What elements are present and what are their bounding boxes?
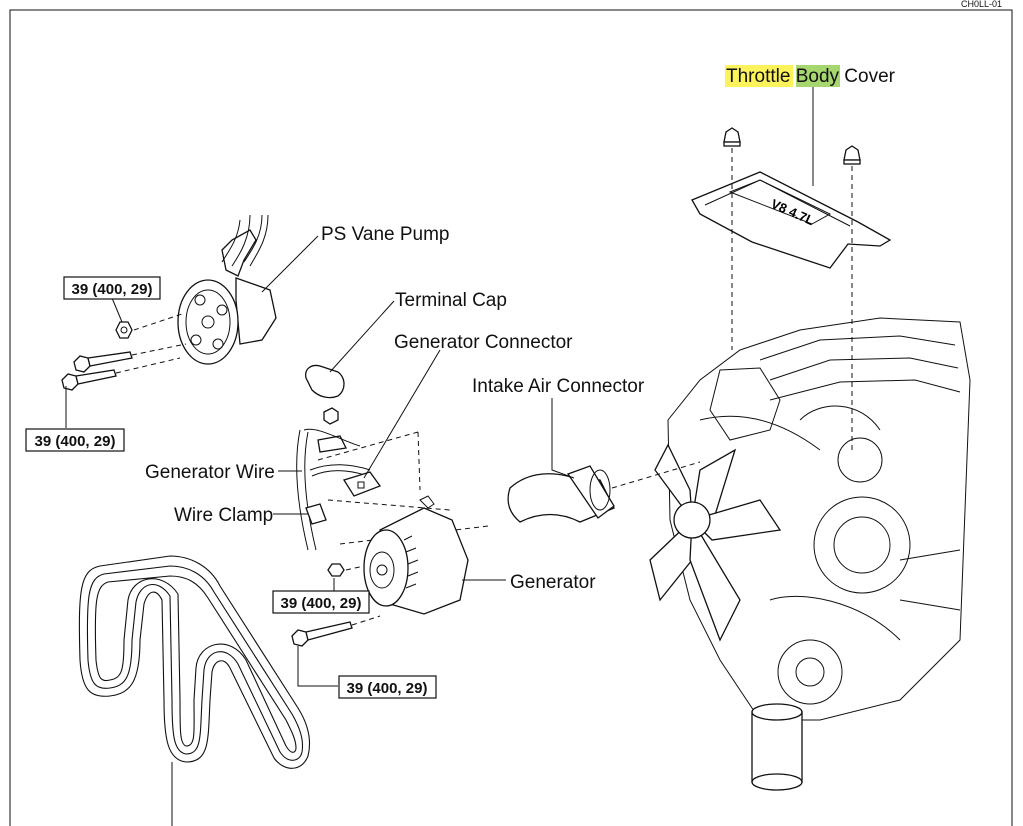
torque-spec-2: 39 (400, 29) [25,428,125,452]
wire-dashline-2 [417,431,421,491]
ps-pump-bolt-upper [73,351,133,373]
throttle-body-cover-part: V8 4.7L [691,171,892,269]
label-wire-clamp: Wire Clamp [174,505,273,526]
wire-clamp-part [305,503,327,525]
gen-bolt-dashline [351,615,381,626]
torque-spec-4-text: 39 (400, 29) [347,680,428,697]
label-intake-air-connector: Intake Air Connector [472,376,645,397]
diagram-code: CH0LL-01 [961,0,1002,9]
label-cover-word: Cover [844,66,895,87]
torque-spec-1-text: 39 (400, 29) [72,281,153,298]
generator-bolt [291,621,353,647]
page-frame [9,9,1013,826]
label-generator-wire: Generator Wire [145,462,275,483]
generator-connector-part [343,471,382,497]
torque-spec-3: 39 (400, 29) [272,590,370,614]
terminal-cap-leader [329,300,395,373]
label-terminal-cap: Terminal Cap [395,290,507,311]
label-generator-connector: Generator Connector [394,332,573,353]
terminal-cap-part [305,364,345,399]
ps-pump-nut [115,321,133,339]
torque-spec-1: 39 (400, 29) [63,276,161,300]
ps-pump-bolt-lower [61,369,117,391]
crank-pulley-part [751,703,803,791]
ps-bolt-lower-dashline [115,357,181,374]
ps-vane-pump-leader [261,235,319,293]
torque-1-leader [111,297,123,323]
label-ps-vane-pump: PS Vane Pump [321,224,450,245]
ps-nut-dashline [133,313,183,331]
torque-spec-3-text: 39 (400, 29) [281,595,362,612]
gen-nut-dashline [345,565,365,571]
highlight-body [796,65,840,87]
ps-vane-pump-part [177,214,277,365]
intake-air-connector-leader [551,398,575,479]
cooling-fan-part [649,443,782,642]
label-generator: Generator [510,572,596,593]
label-throttle-word: Throttle [726,66,790,87]
wire-dashline-3 [327,499,451,511]
generator-part [363,495,469,615]
torque-spec-2-text: 39 (400, 29) [35,433,116,450]
intake-connector-dashline [611,461,701,489]
intake-air-connector-part [507,465,615,523]
cover-nut-left [723,127,741,147]
generator-connector-leader [363,349,441,479]
engine-assembly [667,317,971,721]
ps-bolt-upper-dashline [131,343,187,356]
label-body-word: Body [796,66,840,87]
cover-nut-right [843,145,861,165]
generator-wire-part [296,407,371,551]
v-ribbed-belt-part [78,555,311,769]
highlight-throttle [725,65,793,87]
generator-nut [327,563,345,577]
torque-4-leader [297,646,338,687]
torque-spec-4: 39 (400, 29) [338,675,437,699]
label-throttle-body-cover: Throttle Body Cover [726,66,896,87]
